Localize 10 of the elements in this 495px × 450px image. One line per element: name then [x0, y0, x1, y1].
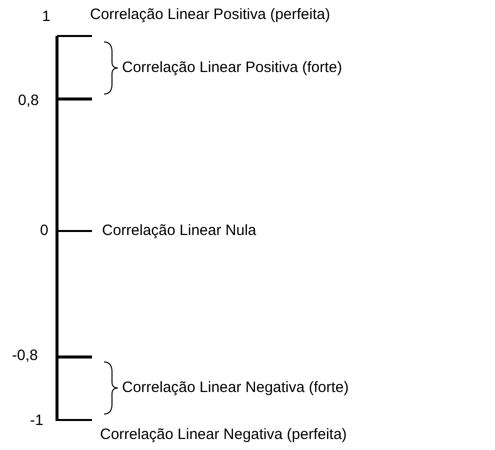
category-label: Correlação Linear Nula [102, 222, 256, 240]
category-label: Correlação Linear Positiva (perfeita) [90, 6, 330, 24]
scale-value: 0,8 [18, 92, 39, 110]
category-label: Correlação Linear Negativa (forte) [122, 379, 349, 397]
category-label: Correlação Linear Negativa (perfeita) [100, 426, 347, 444]
scale-value: -1 [30, 412, 44, 430]
category-label: Correlação Linear Positiva (forte) [122, 59, 342, 77]
scale-value: 1 [42, 8, 50, 26]
scale-value: -0,8 [12, 347, 38, 365]
scale-value: 0 [40, 222, 48, 240]
